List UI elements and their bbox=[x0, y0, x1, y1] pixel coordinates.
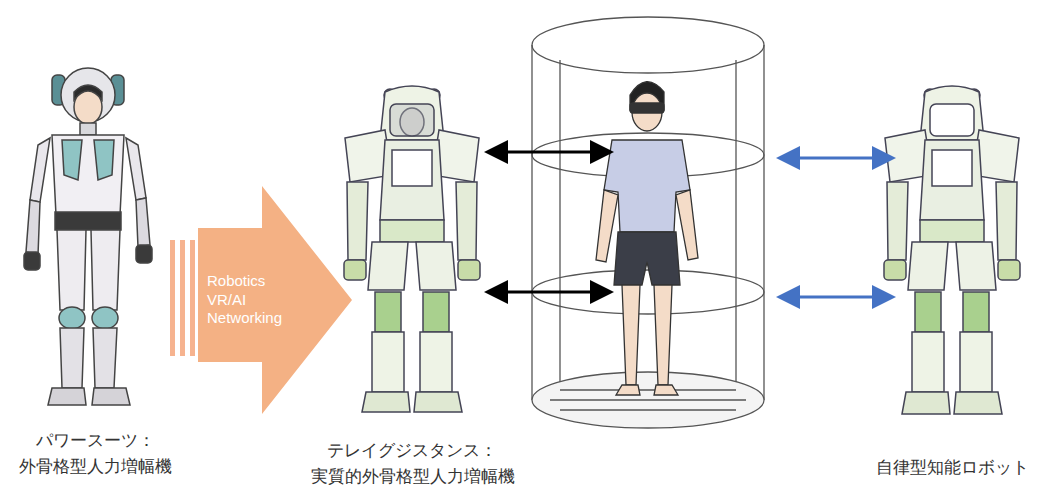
link-arrow bbox=[490, 151, 608, 154]
link-arrow bbox=[782, 157, 890, 160]
figure-caption: テレイグジスタンス： 実質的外骨格型人力増幅機 bbox=[311, 438, 513, 486]
bar bbox=[180, 240, 185, 356]
link-arrow bbox=[490, 291, 608, 294]
telexistence-robot-figure bbox=[344, 86, 480, 412]
process-arrow-shape: Robotics VR/AI Networking bbox=[198, 186, 352, 414]
figure-caption-node: テレイグジスタンス： 実質的外骨格型人力増幅機 bbox=[311, 438, 513, 486]
vr-booth-cylinder bbox=[532, 17, 764, 428]
autonomous-robot-figure bbox=[884, 86, 1020, 414]
bar bbox=[170, 240, 175, 356]
figure-caption: パワースーツ： 外骨格型人力増幅機 bbox=[18, 428, 172, 479]
figure-caption-node: パワースーツ： 外骨格型人力増幅機 bbox=[18, 428, 172, 479]
figure-caption-node: 自律型知能ロボット bbox=[876, 455, 1029, 481]
figure-caption: 自律型知能ロボット bbox=[876, 455, 1029, 481]
link-arrow bbox=[782, 296, 890, 299]
arrow-label: Robotics VR/AI Networking bbox=[207, 272, 295, 328]
bar bbox=[190, 240, 195, 356]
operator-person bbox=[596, 82, 698, 395]
power-suit-figure bbox=[24, 68, 152, 405]
arrow-fill bbox=[198, 186, 352, 414]
